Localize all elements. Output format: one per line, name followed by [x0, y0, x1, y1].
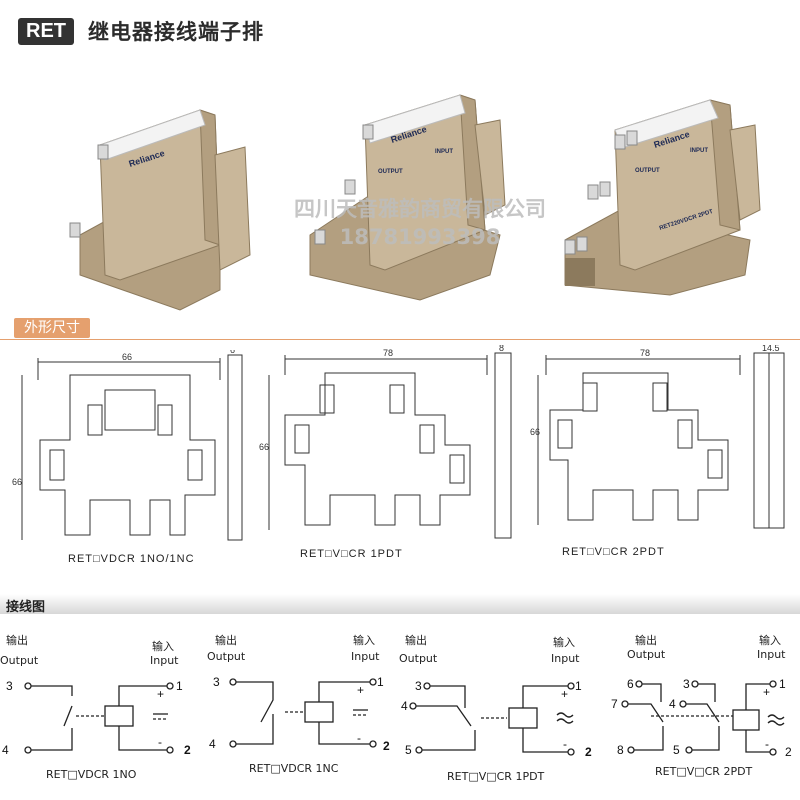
wiring-diagram-1no: 输出 Output 输入 Input 3 4 1 2 + - RET□VDCR …: [0, 633, 191, 781]
terminal-1: 1: [779, 677, 786, 691]
dimension-caption-2: RET□V□CR 1PDT: [300, 548, 403, 560]
terminal-4: 4: [209, 737, 216, 751]
dimensions-section-title: 外形尺寸: [14, 318, 90, 338]
page-header: RET 继电器接线端子排: [18, 16, 264, 46]
terminal-4: 4: [401, 699, 408, 713]
sign-plus: +: [561, 687, 568, 701]
watermark-phone: 18781993398: [339, 225, 501, 249]
terminal-2: 2: [785, 745, 792, 759]
sign-plus: +: [157, 687, 164, 701]
wiring-caption-3: RET□V□CR 1PDT: [447, 770, 545, 783]
terminal-1: 1: [377, 675, 384, 689]
product-code-badge: RET: [18, 17, 74, 45]
wiring-input-en-label: Input: [757, 648, 786, 661]
terminal-2: 2: [383, 739, 390, 753]
sign-minus: -: [765, 737, 769, 751]
product-photo-2pdt: Reliance OUTPUT INPUT RET220VDCR 2PDT: [564, 99, 761, 296]
dimension-caption-1: RET□VDCR 1NO/1NC: [68, 553, 195, 565]
wiring-output-label: 输出: [215, 633, 237, 647]
sign-minus: -: [158, 735, 162, 749]
terminal-7: 7: [611, 697, 618, 711]
terminal-5: 5: [673, 743, 680, 757]
wiring-output-en-label: Output: [627, 648, 666, 661]
wiring-input-label: 输入: [553, 635, 575, 649]
watermark-company: 四川天音雅韵商贸有限公司: [294, 197, 546, 221]
wiring-caption-4: RET□V□CR 2PDT: [655, 765, 753, 778]
wiring-input-label: 输入: [152, 639, 174, 653]
watermark: 四川天音雅韵商贸有限公司 18781993398: [270, 195, 570, 251]
terminal-6: 6: [627, 677, 634, 691]
dim-width-1: 66: [122, 352, 132, 362]
terminal-2: 2: [184, 743, 191, 757]
terminal-1: 1: [575, 679, 582, 693]
wiring-diagram-1pdt: 输出 Output 输入 Input 3 4 5 1 2 + - RET□V□C…: [399, 633, 592, 783]
terminal-5: 5: [405, 743, 412, 757]
dim-height-1: 66: [12, 477, 22, 487]
terminal-3: 3: [415, 679, 422, 693]
wiring-input-label: 输入: [353, 633, 375, 647]
wiring-input-en-label: Input: [150, 654, 179, 667]
terminal-3: 3: [6, 679, 13, 693]
wiring-input-en-label: Input: [351, 650, 380, 663]
wiring-output-en-label: Output: [0, 654, 39, 667]
wiring-output-label: 输出: [6, 633, 28, 647]
sign-plus: +: [763, 685, 770, 699]
wiring-output-en-label: Output: [399, 652, 438, 665]
sign-minus: -: [357, 731, 361, 745]
wiring-diagram-2pdt: 输出 Output 输入 Input 6 7 8 3 4 5 1 2 + - R…: [611, 633, 792, 778]
product-photo-1pdt: Reliance OUTPUT INPUT: [309, 94, 506, 301]
dim-side-2: 8: [499, 345, 504, 353]
photo-input-label-3: INPUT: [690, 148, 708, 154]
sign-plus: +: [357, 683, 364, 697]
dim-side-3: 14.5: [762, 345, 780, 353]
dim-width-2: 78: [383, 348, 393, 358]
wiring-section-header: 接线图: [0, 594, 800, 615]
wiring-output-label: 输出: [405, 633, 427, 647]
photo-output-label-2: OUTPUT: [378, 169, 403, 175]
wiring-output-label: 输出: [635, 633, 657, 647]
product-photo-1nc: Reliance: [69, 109, 251, 311]
wiring-diagram-1nc: 输出 Output 输入 Input 3 4 1 2 + - RET□VDCR …: [207, 633, 390, 775]
photo-input-label-2: INPUT: [435, 149, 453, 155]
wiring-input-en-label: Input: [551, 652, 580, 665]
wiring-section-title: 接线图: [6, 600, 46, 615]
photo-output-label-3: OUTPUT: [635, 168, 660, 174]
dim-height-2: 66: [259, 442, 269, 452]
wiring-input-label: 输入: [759, 633, 781, 647]
sign-minus: -: [563, 737, 567, 751]
terminal-1: 1: [176, 679, 183, 693]
terminal-4: 4: [669, 697, 676, 711]
dimension-drawing-2pdt: 78 66 14.5: [530, 345, 785, 529]
terminal-2: 2: [585, 745, 592, 759]
wiring-caption-2: RET□VDCR 1NC: [249, 762, 339, 775]
dimensions-section-header: 外形尺寸: [0, 318, 800, 340]
terminal-8: 8: [617, 743, 624, 757]
terminal-3: 3: [683, 677, 690, 691]
dimension-caption-3: RET□V□CR 2PDT: [562, 546, 665, 558]
dim-height-3: 66: [530, 427, 540, 437]
wiring-output-en-label: Output: [207, 650, 246, 663]
terminal-4: 4: [2, 743, 9, 757]
wiring-caption-1: RET□VDCR 1NO: [46, 768, 137, 781]
terminal-3: 3: [213, 675, 220, 689]
dim-side-1: 6: [230, 350, 235, 355]
page-title: 继电器接线端子排: [88, 20, 264, 44]
dimension-drawing-1pdt: 78 66 8: [259, 345, 512, 539]
dimension-drawing-1no-1nc: 66 66 6: [12, 350, 243, 541]
dim-width-3: 78: [640, 348, 650, 358]
